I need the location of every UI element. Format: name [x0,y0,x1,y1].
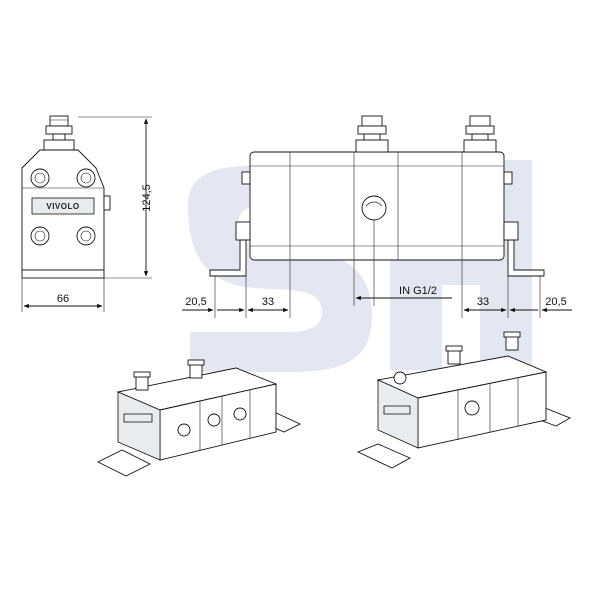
front-bracket-right [507,239,545,277]
side-fitting-top [49,115,69,127]
isometric-view-left [96,359,302,477]
isometric-view-right [356,331,572,469]
front-fitting-2 [463,115,497,153]
dim-height: 124,5 [141,184,153,212]
brand-label: VIVOLO [46,202,79,211]
side-plug-3 [30,226,50,246]
side-bracket [21,269,105,279]
dim-left-offset: 20,5 [185,296,206,308]
side-plug-1 [30,168,50,188]
dim-side-width: 66 [57,293,69,305]
side-plug-4 [76,226,96,246]
front-bracket-left [209,239,247,277]
dim-right-offset: 20,5 [545,296,566,308]
brand-plate [31,197,95,215]
side-view: VIVOLO 124,5 66 [21,115,153,312]
front-view: 20,5 33 IN G1/2 33 20,5 [182,115,572,318]
side-plug-2 [76,168,96,188]
dim-left-pitch: 33 [262,296,274,308]
dim-inlet: IN G1/2 [399,285,437,297]
front-fitting-1 [355,115,389,153]
inlet-port [361,195,387,221]
dim-right-pitch: 33 [477,296,489,308]
